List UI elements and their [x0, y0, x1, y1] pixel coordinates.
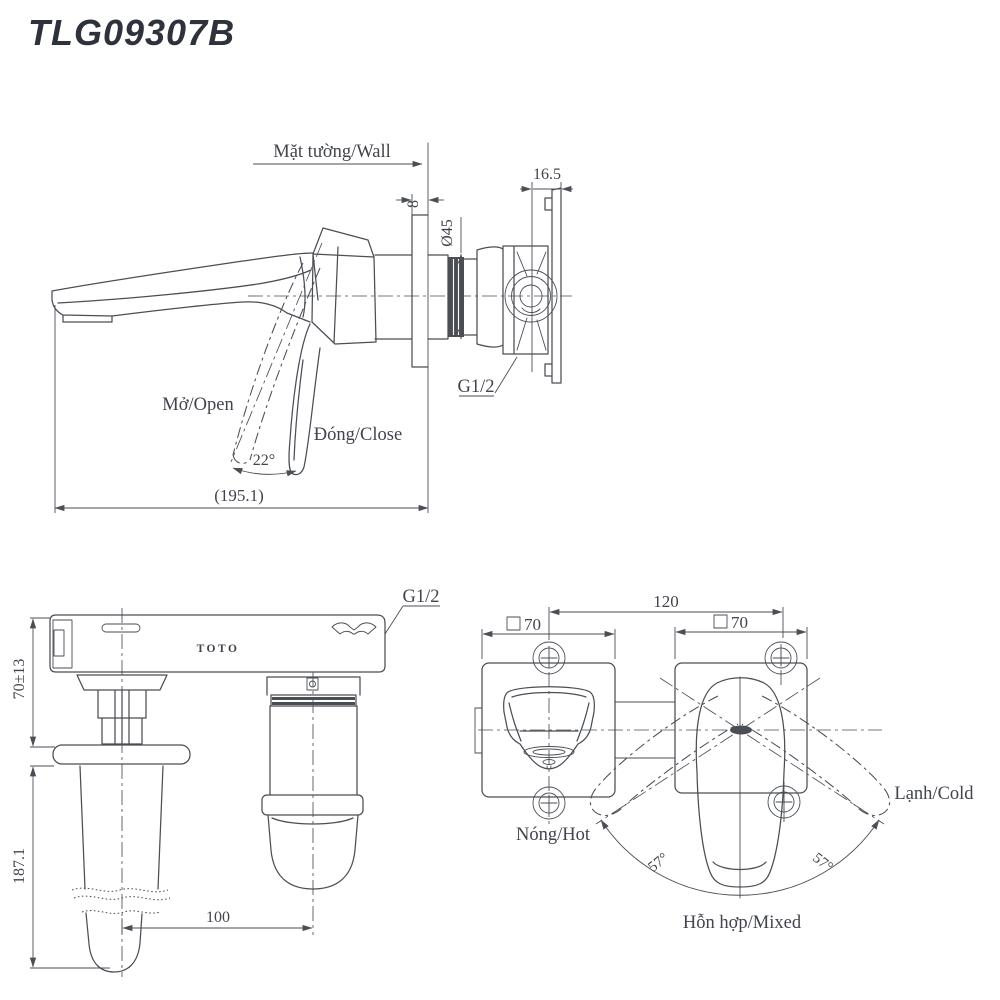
screw-cross	[775, 793, 793, 811]
screw-inner-circle	[538, 647, 560, 669]
dim-center-distance: 100	[206, 909, 230, 926]
screw-cross	[772, 649, 790, 667]
dim-16-5-extensions	[531, 182, 562, 372]
thread-size-label: G1/2	[458, 377, 495, 397]
spout-profile	[51, 252, 314, 323]
dim-body-diameter: Ø45	[439, 219, 456, 247]
screw-inner-circle	[770, 647, 792, 669]
spout-front-outline	[503, 686, 595, 770]
valve-screw-box	[306, 677, 319, 691]
right-top-screw	[764, 641, 798, 675]
wall-mount-assembly	[374, 187, 562, 384]
valve-oring-band-2	[272, 702, 355, 705]
dim-screw-spacing: 120	[653, 592, 679, 611]
screw-outer-circle	[532, 786, 566, 820]
union-outer-circle	[504, 269, 558, 323]
dim-mount-depth: 16.5	[533, 166, 561, 183]
thread-size-label-top-view: G1/2	[403, 587, 440, 607]
dim-reach-extensions	[54, 305, 429, 513]
front-view: 57° 57° 120 70 70 Nóng/Hot Lạnh/Cold Hỗn…	[474, 592, 974, 933]
valve-cup	[267, 814, 359, 890]
spout-hole-mark	[331, 622, 377, 635]
screw-inner-circle	[538, 792, 560, 814]
valve-top-outline	[266, 676, 361, 796]
screw-cross	[540, 649, 558, 667]
handle-closed-outline	[288, 323, 321, 476]
valve-cap-ring	[261, 794, 364, 816]
union-middle-circle	[511, 276, 551, 316]
plate-connector-lines	[614, 701, 676, 759]
handle-open-outline	[232, 262, 321, 464]
thread-leader-line-top-view	[384, 605, 440, 635]
cold-label: Lạnh/Cold	[894, 784, 974, 804]
square-symbol-icon	[506, 616, 521, 631]
dim-spout-reach: (195.1)	[214, 486, 264, 505]
dim-depth-extensions	[30, 617, 55, 748]
valve-oring-band-1	[272, 697, 355, 700]
swing-arc	[600, 819, 880, 896]
spout-pipe	[79, 765, 164, 890]
dim-swing-left: 57°	[645, 850, 671, 876]
body-slot	[101, 623, 141, 633]
hot-label: Nóng/Hot	[516, 825, 591, 845]
wall-label: Mặt tường/Wall	[273, 142, 391, 162]
side-view: Mặt tường/Wall 8 16.5 Ø45 (195.1) 22° Mở…	[51, 142, 573, 513]
model-number-title: TLG09307B	[28, 12, 236, 53]
brand-logo: TOTO	[197, 643, 240, 655]
thread-leader-line	[459, 356, 518, 397]
close-label: Đóng/Close	[314, 425, 402, 445]
body-left-box	[52, 619, 73, 669]
dim-right-plate: 70	[731, 613, 748, 632]
screw-outer-circle	[764, 641, 798, 675]
screw-inner-circle	[773, 791, 795, 813]
top-view: TOTO 70±13 187.1 100	[11, 587, 440, 977]
handle-center-dot	[730, 725, 752, 735]
spout-pipe-end	[85, 912, 143, 973]
aerator-drop-ellipse	[542, 759, 556, 765]
dim-22-arc	[232, 467, 297, 477]
right-escutcheon-plate	[674, 662, 808, 794]
dim-flange-thickness: 8	[405, 200, 422, 208]
pipe-break-lines-upper	[71, 887, 171, 901]
screw-outer-circle	[532, 641, 566, 675]
body-left-inner-box	[53, 629, 65, 657]
dim-left-plate: 70	[524, 615, 541, 634]
handle-swing-right-outline	[741, 695, 891, 817]
dim-length-extensions	[30, 765, 110, 969]
dim-spout-length: 187.1	[11, 848, 28, 884]
union-clip-arc	[521, 307, 541, 314]
union-inner-circle	[519, 284, 543, 308]
open-handle-axis-line	[230, 242, 323, 463]
valve-screw-dot	[309, 680, 316, 688]
handle-swing-left-outline	[589, 695, 739, 817]
open-label: Mở/Open	[162, 395, 233, 415]
left-bottom-screw	[532, 786, 566, 820]
bracket-ribs	[516, 251, 547, 351]
pipe-break-line-lower	[81, 910, 161, 914]
left-plate-tab	[474, 707, 483, 754]
valve-hex-body	[311, 227, 377, 345]
dim-wall-depth: 70±13	[11, 659, 28, 700]
left-top-screw	[532, 641, 566, 675]
dim-70-right-extensions	[674, 627, 808, 659]
dim-70-left-extensions	[481, 629, 616, 659]
spout-disc	[52, 744, 191, 765]
aerator-outer-ellipse	[523, 746, 575, 758]
swing-axis-lines	[595, 677, 885, 825]
screw-cross	[540, 794, 558, 812]
dim-swing-right: 57°	[809, 850, 835, 876]
spout-mount-outline	[76, 674, 168, 745]
water-drop-mark	[546, 765, 552, 770]
square-symbol-icon	[713, 614, 728, 629]
body-outline	[49, 614, 386, 673]
dim-open-angle: 22°	[253, 452, 275, 469]
aerator-inner-ellipse	[532, 748, 566, 756]
thread-section	[448, 257, 464, 337]
mixed-label: Hỗn hợp/Mixed	[683, 913, 802, 933]
